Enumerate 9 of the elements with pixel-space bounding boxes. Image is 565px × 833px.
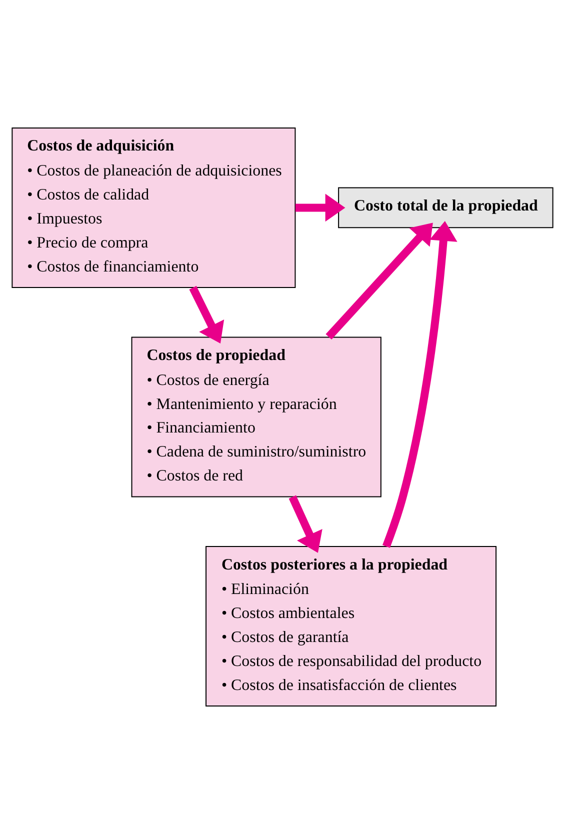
arrow — [326, 222, 433, 340]
arrow — [288, 494, 322, 552]
arrow — [382, 220, 458, 548]
node-box: Costo total de la propiedad — [338, 186, 554, 228]
node-box: Costos de adquisición • Costos de planeación de adquisiciones • Costos de calidad • Impuestos • Precio de compra • Costos de financiamiento — [12, 126, 296, 288]
arrow — [295, 193, 346, 222]
node-box: Costos de propiedad • Costos de energía • Mantenimiento y reparación • Financiamiento • Cadena de suministro/suministro • Costos de red — [131, 336, 382, 497]
arrow — [189, 285, 224, 343]
node-box: Costos posteriores a la propiedad • Eliminación • Costos ambientales • Costos de garantía • Costos de responsabilidad del producto • Costos de insatisfacción de clientes — [206, 546, 497, 706]
